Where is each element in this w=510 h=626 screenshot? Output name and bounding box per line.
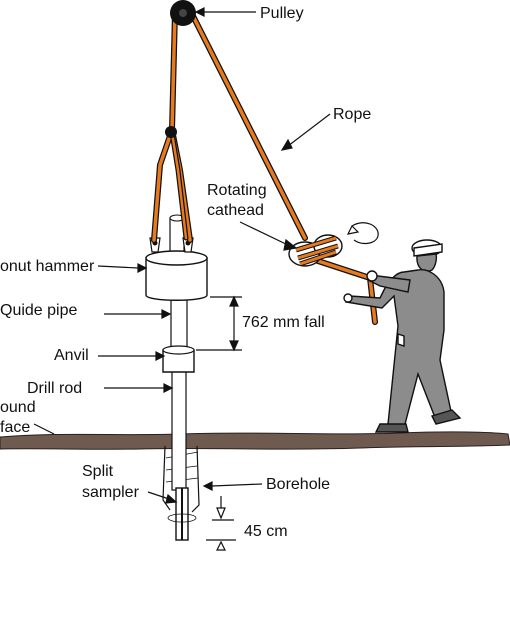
depth-label: 45 cm	[244, 523, 288, 540]
split-sampler-label-2: sampler	[82, 484, 140, 501]
donut-hammer-label: onut hammer	[0, 258, 95, 275]
guide-pipe-label: Quide pipe	[0, 302, 77, 319]
fall-label: 762 mm fall	[242, 314, 325, 331]
borehole-label: Borehole	[266, 476, 330, 493]
fall-dimension	[196, 295, 242, 352]
donut-hammer	[145, 237, 208, 301]
rope	[151, 9, 378, 325]
pulley-label: Pulley	[260, 5, 304, 22]
rotation-arrow-icon	[346, 222, 379, 245]
ground-surface	[0, 431, 510, 450]
split-sampler-label-1: Split	[82, 463, 114, 480]
rope-label: Rope	[333, 106, 371, 123]
rotating-cathead	[288, 234, 343, 267]
rope-clip	[165, 126, 177, 138]
guide-pipe	[170, 299, 188, 349]
rotating-cathead-label-2: cathead	[207, 202, 264, 219]
ground-surface-label-2: face	[0, 419, 30, 436]
drill-rod-label: Drill rod	[27, 380, 82, 397]
split-sampler	[167, 487, 197, 541]
depth-dimension	[206, 496, 236, 551]
anvil-label: Anvil	[54, 347, 89, 364]
rotating-cathead-label-1: Rotating	[207, 182, 267, 199]
worker	[343, 239, 462, 433]
drill-rod	[171, 369, 187, 491]
pulley	[170, 0, 196, 26]
leader-arrows	[33, 7, 331, 504]
ground-surface-label-1: ound	[0, 399, 36, 416]
